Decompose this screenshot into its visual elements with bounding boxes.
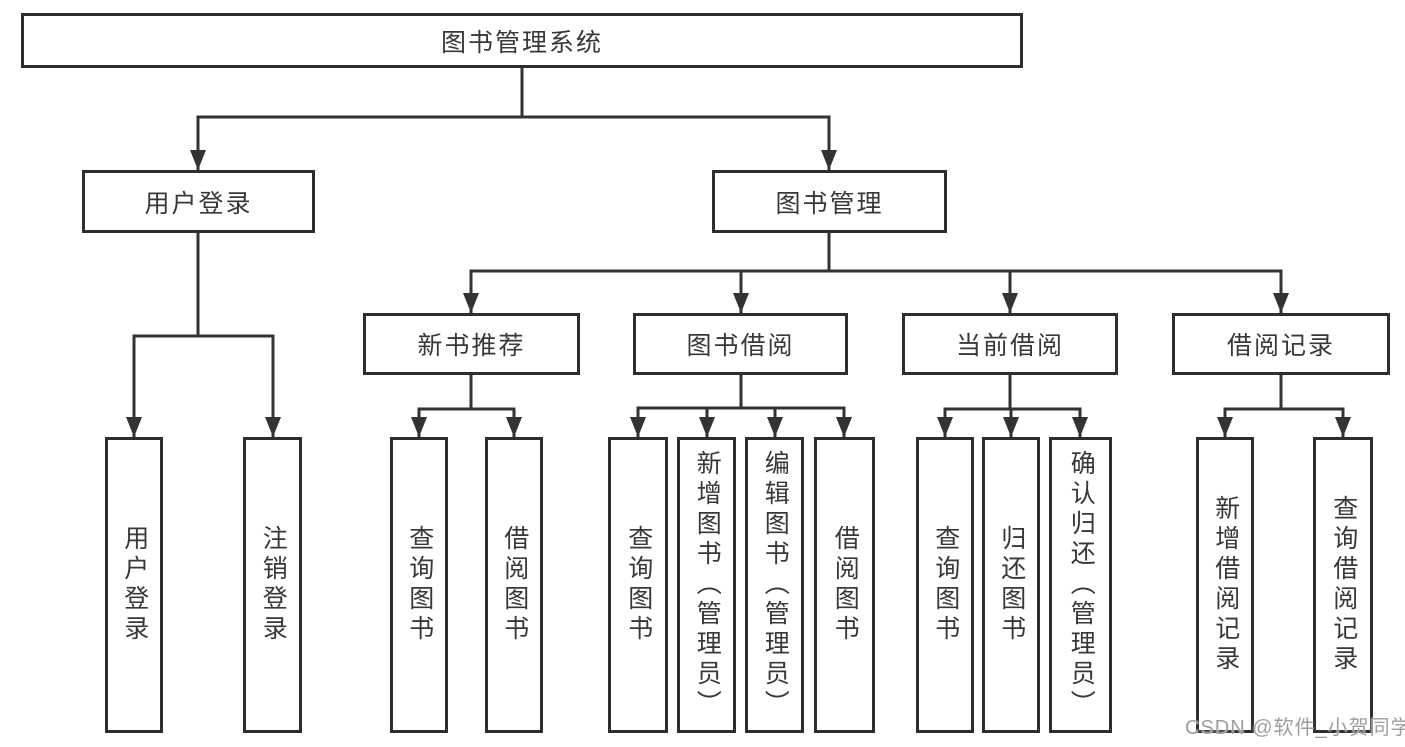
leaf-query-book-3: 查询图书 xyxy=(916,437,974,733)
leaf-borrow-book-1: 借阅图书 xyxy=(485,437,543,733)
leaf-edit-book: 编辑图书（管理员） xyxy=(745,437,804,733)
node-borrow-record-label: 借阅记录 xyxy=(1226,332,1335,360)
node-borrow-record: 借阅记录 xyxy=(1172,313,1390,375)
node-user-login-label: 用户登录 xyxy=(144,189,253,218)
node-root: 图书管理系统 xyxy=(21,13,1023,68)
leaf-query-record-label: 查询借阅记录 xyxy=(1329,495,1358,675)
leaf-query-record: 查询借阅记录 xyxy=(1313,437,1373,733)
leaf-add-record-label: 新增借阅记录 xyxy=(1211,495,1240,675)
leaf-confirm-return: 确认归还（管理员） xyxy=(1049,437,1112,733)
node-book-mgmt-label: 图书管理 xyxy=(775,189,884,218)
node-new-book-rec-label: 新书推荐 xyxy=(417,332,526,360)
node-new-book-rec: 新书推荐 xyxy=(363,313,580,375)
leaf-query-book-1-label: 查询图书 xyxy=(405,525,434,645)
leaf-logout-label: 注销登录 xyxy=(259,525,288,645)
leaf-confirm-return-label: 确认归还（管理员） xyxy=(1067,450,1096,720)
leaf-query-book-3-label: 查询图书 xyxy=(931,525,960,645)
leaf-add-record: 新增借阅记录 xyxy=(1196,437,1254,733)
leaf-query-book-1: 查询图书 xyxy=(390,437,448,733)
leaf-query-book-2: 查询图书 xyxy=(608,437,668,733)
node-current-borrow-label: 当前借阅 xyxy=(955,332,1064,360)
leaf-edit-book-label: 编辑图书（管理员） xyxy=(761,450,790,720)
node-book-mgmt: 图书管理 xyxy=(712,170,947,233)
leaf-return-book: 归还图书 xyxy=(982,437,1040,733)
leaf-add-book: 新增图书（管理员） xyxy=(677,437,736,733)
node-root-label: 图书管理系统 xyxy=(440,28,603,57)
leaf-borrow-book-1-label: 借阅图书 xyxy=(500,525,529,645)
node-user-login: 用户登录 xyxy=(82,170,315,233)
leaf-borrow-book-2-label: 借阅图书 xyxy=(831,525,860,645)
leaf-user-login: 用户登录 xyxy=(105,437,163,733)
leaf-borrow-book-2: 借阅图书 xyxy=(814,437,875,733)
node-book-borrow-label: 图书借阅 xyxy=(686,332,795,360)
leaf-add-book-label: 新增图书（管理员） xyxy=(693,450,722,720)
leaf-logout: 注销登录 xyxy=(243,437,302,733)
leaf-return-book-label: 归还图书 xyxy=(997,525,1026,645)
node-book-borrow: 图书借阅 xyxy=(633,313,848,375)
leaf-query-book-2-label: 查询图书 xyxy=(624,525,653,645)
node-current-borrow: 当前借阅 xyxy=(902,313,1118,375)
csdn-watermark: CSDN @软件_小贺同学 xyxy=(1185,717,1405,739)
leaf-user-login-label: 用户登录 xyxy=(120,525,149,645)
